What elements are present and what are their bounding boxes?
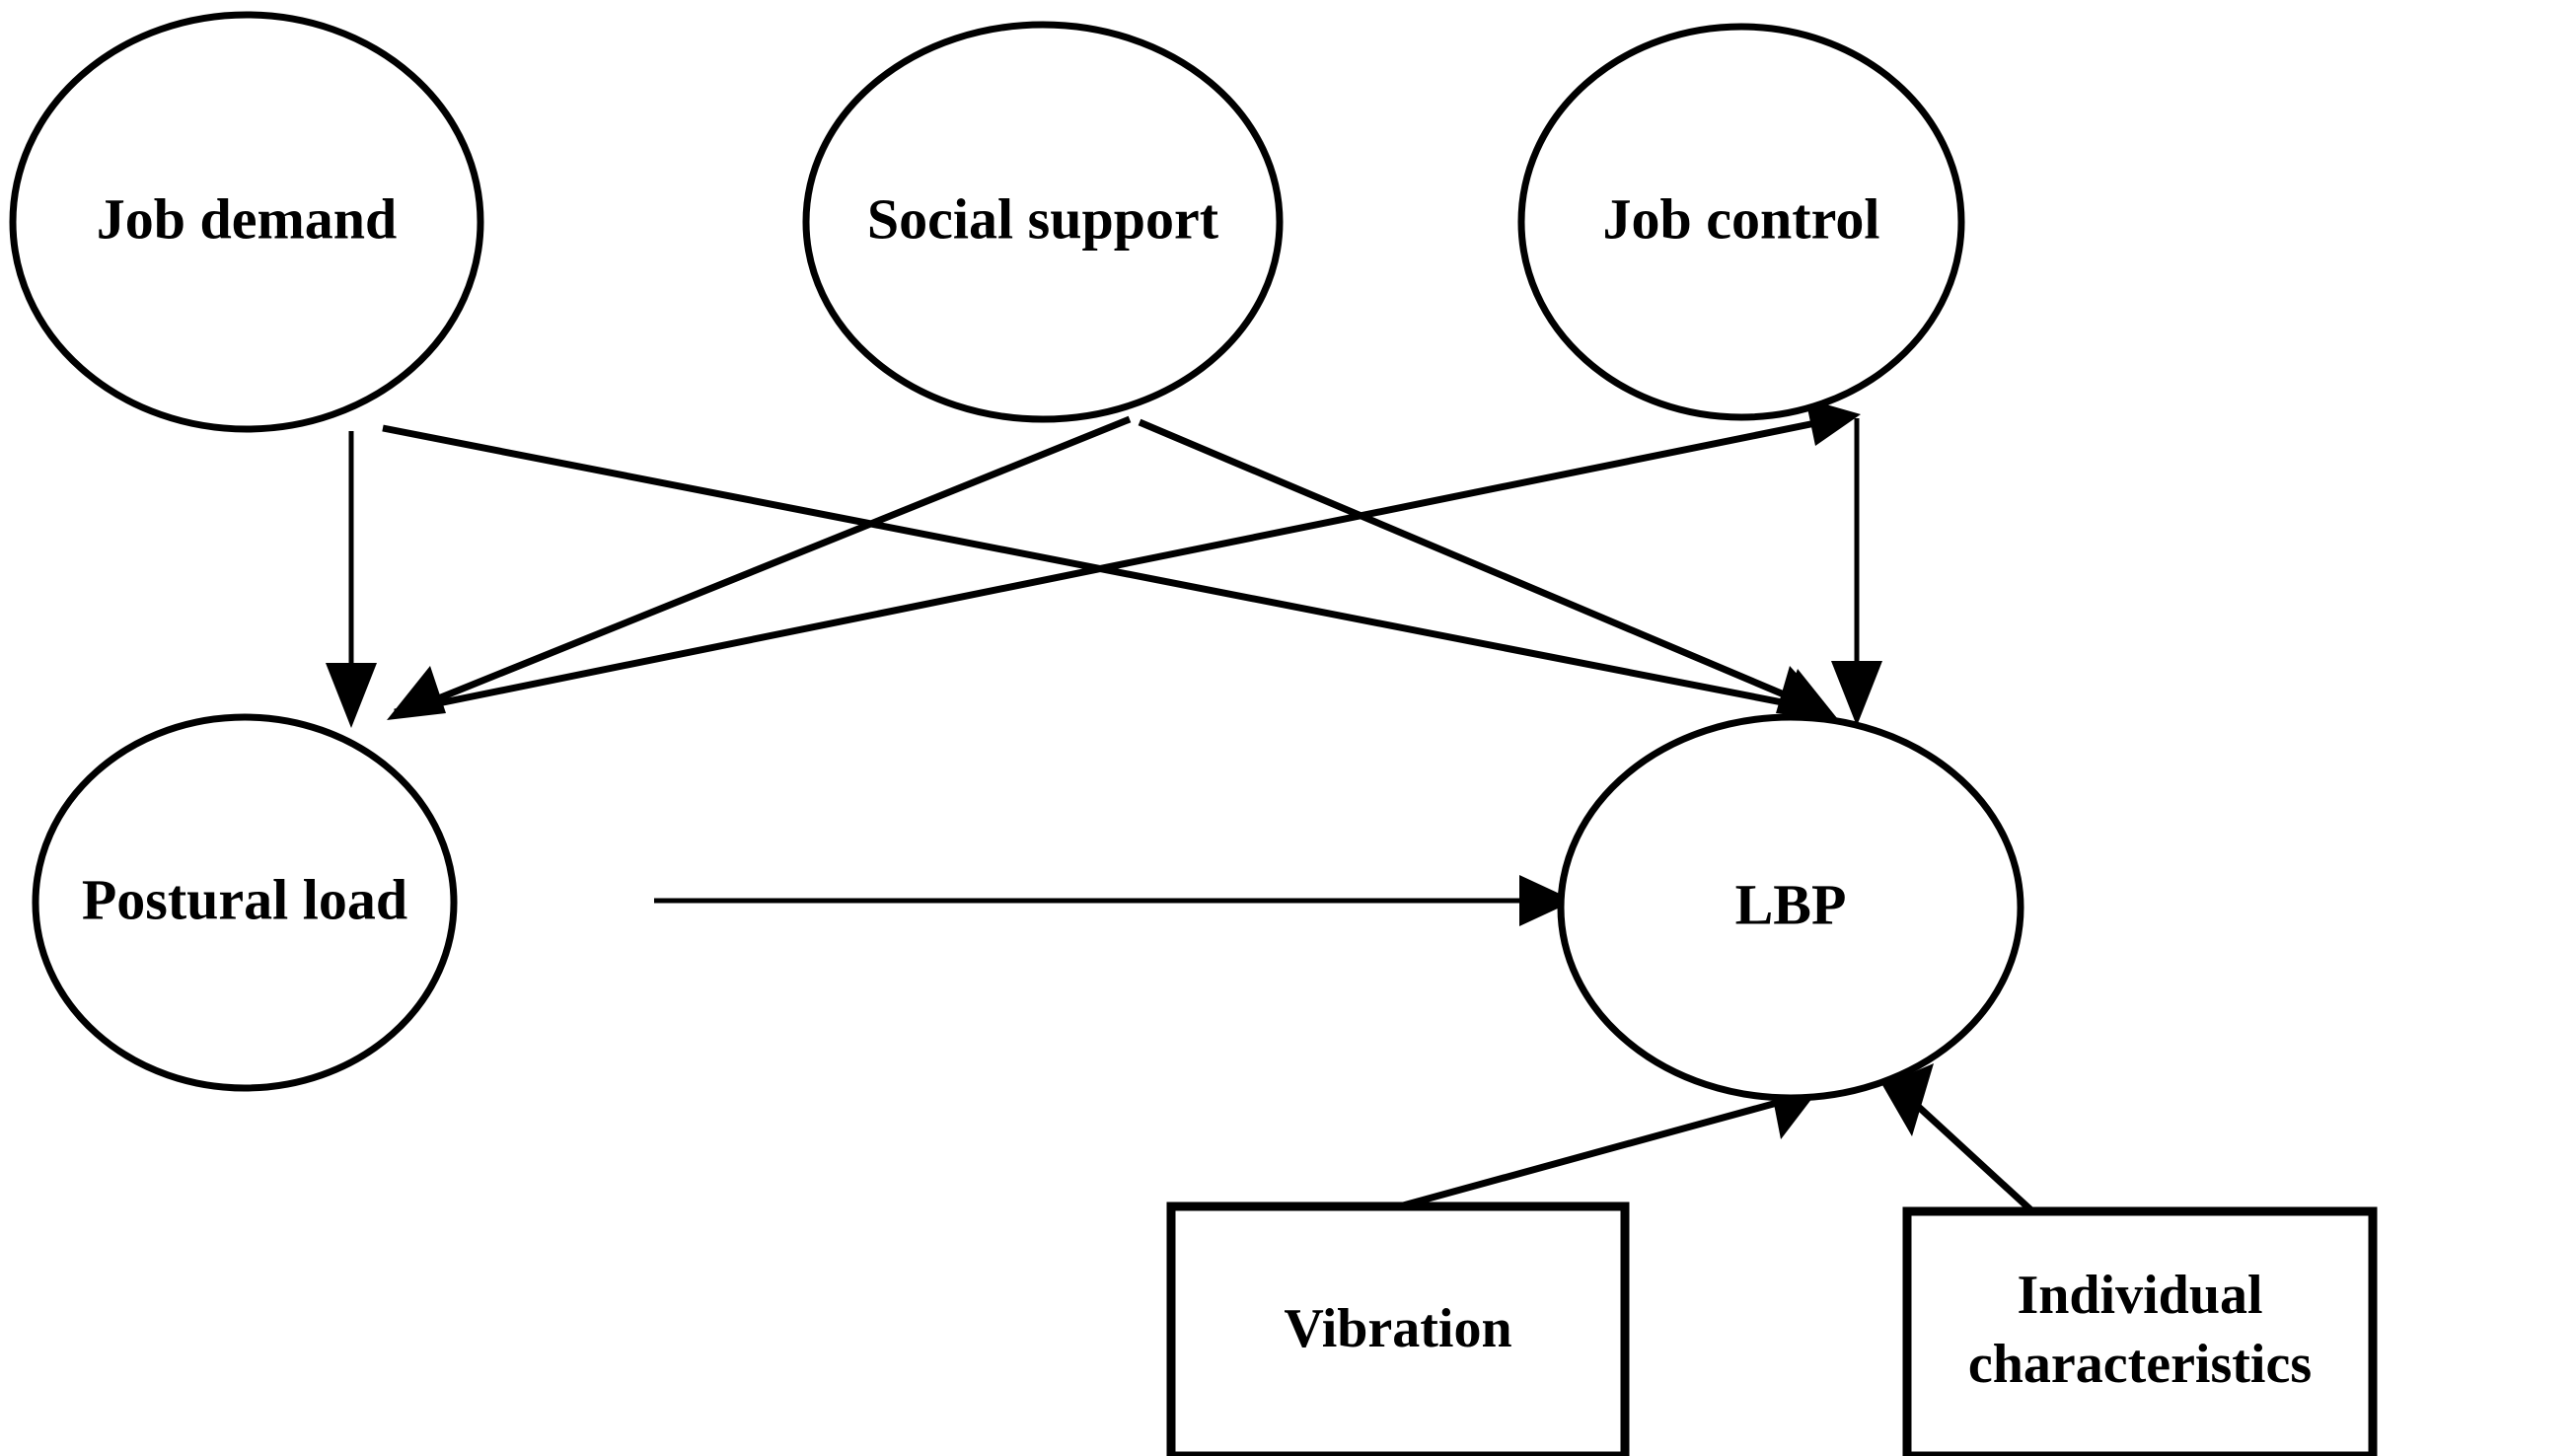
- social-support-label: Social support: [867, 186, 1219, 251]
- individual-characteristics-rectangle[interactable]: [1902, 1206, 2378, 1456]
- edge-job-demand-to-lbp: [382, 424, 1837, 718]
- individual-characteristics-label-line1: Individual: [2017, 1265, 2262, 1326]
- edge-social-support-to-lbp: [1138, 418, 1837, 718]
- vibration-label: Vibration: [1284, 1298, 1511, 1359]
- edge-job-demand-to-postural-load: [326, 431, 377, 728]
- job-demand-label: Job demand: [97, 186, 398, 251]
- node-postural-load[interactable]: Postural load: [32, 713, 458, 1092]
- postural-load-label: Postural load: [82, 867, 407, 931]
- edge-social-support-to-postural-load: [387, 415, 1132, 720]
- node-vibration[interactable]: Vibration: [1166, 1201, 1630, 1456]
- edge-postural-load-to-lbp: [654, 875, 1575, 926]
- job-control-label: Job control: [1603, 186, 1880, 251]
- individual-characteristics-label-line2: characteristics: [1968, 1334, 2312, 1395]
- node-job-demand[interactable]: Job demand: [9, 11, 484, 433]
- node-lbp[interactable]: LBP: [1557, 713, 2024, 1102]
- lbp-label: LBP: [1735, 872, 1847, 936]
- node-social-support[interactable]: Social support: [802, 21, 1284, 423]
- lbp-ellipse[interactable]: [1557, 713, 2024, 1102]
- node-individual-characteristics[interactable]: Individual characteristics: [1902, 1206, 2378, 1456]
- vibration-rectangle[interactable]: [1166, 1201, 1630, 1456]
- job-control-ellipse[interactable]: [1517, 23, 1965, 421]
- job-demand-ellipse[interactable]: [9, 11, 484, 433]
- social-support-ellipse[interactable]: [802, 21, 1284, 423]
- edge-individual-characteristics-to-lbp: [1882, 1063, 2035, 1214]
- edge-job-control-to-lbp: [1831, 418, 1882, 726]
- postural-load-ellipse[interactable]: [32, 713, 458, 1092]
- edge-postural-load-to-job-control: [394, 399, 1861, 716]
- node-job-control[interactable]: Job control: [1517, 23, 1965, 421]
